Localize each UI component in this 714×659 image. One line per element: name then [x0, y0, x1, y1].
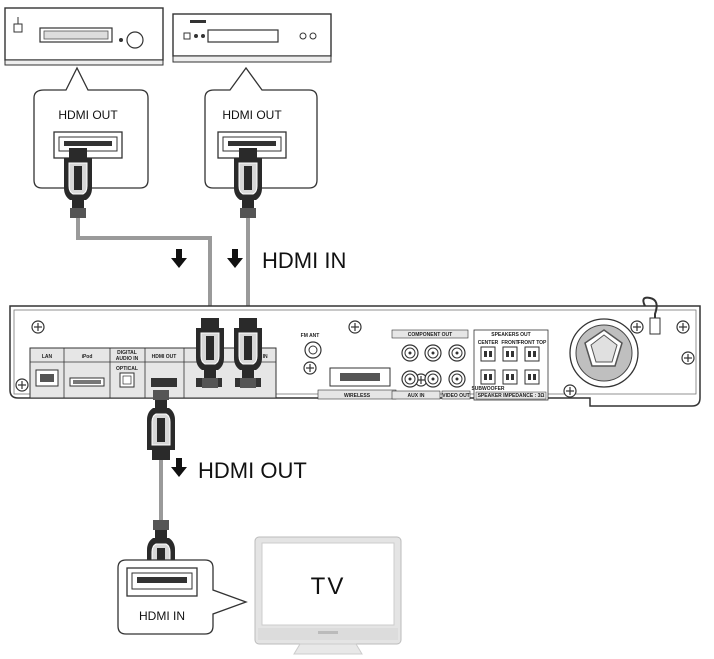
- panel-wireless-label: WIRELESS: [344, 393, 371, 399]
- arrow-down-icon: [171, 249, 243, 268]
- cooling-fan-icon: [569, 318, 639, 388]
- panel-hdmi-out-label: HDMI OUT: [152, 354, 177, 360]
- hdmi-plug-src1: [63, 147, 93, 219]
- panel-lan-label: LAN: [42, 354, 53, 360]
- tv-screen-label: TV: [311, 573, 346, 600]
- callout-src1-hdmi-out: HDMI OUT: [33, 66, 149, 189]
- src1-port-label: HDMI OUT: [58, 108, 118, 122]
- hdmi-plug-src2: [233, 147, 263, 219]
- tv-port-label: HDMI IN: [139, 609, 185, 623]
- panel-impedance-label: SPEAKER IMPEDANCE : 3Ω: [478, 393, 545, 399]
- arrow-down-icon: [171, 458, 187, 477]
- panel-center-label: CENTER: [478, 340, 499, 346]
- hdmi-in-title: HDMI IN: [262, 248, 346, 273]
- source-device-1: [4, 7, 164, 66]
- tv-icon: TV: [254, 536, 402, 655]
- callout-src2-hdmi-out: HDMI OUT: [204, 66, 318, 189]
- src2-port-label: HDMI OUT: [222, 108, 282, 122]
- main-unit-rear-panel: LAN iPod DIGITAL AUDIO IN OPTICAL HDMI O…: [9, 296, 701, 407]
- panel-aux-in-label: AUX IN: [408, 393, 425, 399]
- panel-component-out-label: COMPONENT OUT: [408, 332, 452, 338]
- panel-optical-label: OPTICAL: [116, 366, 138, 372]
- panel-ipod-label: iPod: [82, 354, 93, 360]
- panel-speakers-out-label: SPEAKERS OUT: [491, 332, 530, 338]
- cable-src1: [76, 198, 212, 318]
- panel-front-top-label: FRONT TOP: [518, 340, 547, 346]
- callout-tv-hdmi-in: HDMI IN: [117, 559, 248, 635]
- hdmi-out-title: HDMI OUT: [198, 458, 307, 483]
- source-device-2: [172, 13, 332, 63]
- panel-audio-in-label: AUDIO IN: [116, 356, 139, 362]
- panel-front-label: FRONT: [501, 340, 518, 346]
- panel-fm-ant-label: FM ANT: [301, 333, 320, 339]
- panel-subwoofer-label: SUBWOOFER: [471, 386, 504, 392]
- hdmi-plug-out: [146, 389, 176, 461]
- panel-digital-label: DIGITAL: [117, 350, 137, 356]
- panel-video-out-label: VIDEO OUT: [442, 393, 470, 399]
